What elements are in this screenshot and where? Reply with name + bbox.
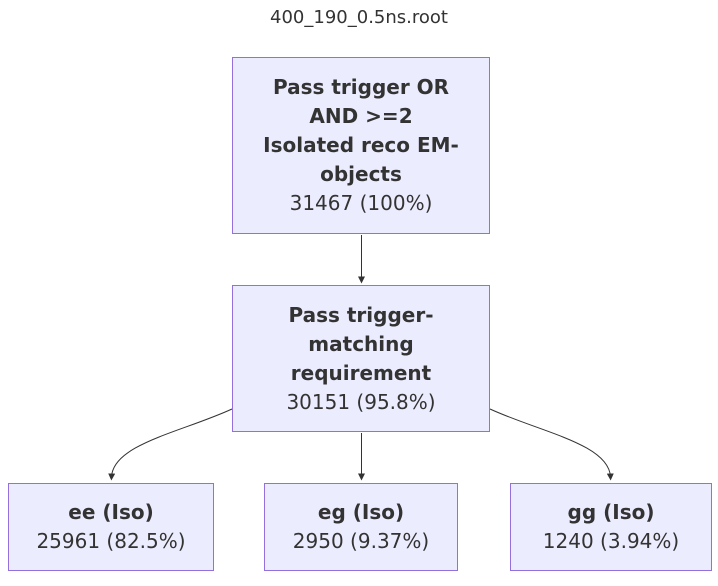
node-label-line: objects [320,162,402,186]
node-label-line: matching [308,331,414,356]
edge-matching-to-gg [489,408,614,481]
edge-matching-to-ee [108,408,233,481]
node-label-line: ee (Iso) [68,500,154,524]
node-label-line: requirement [290,360,432,385]
node-count: 31467 (100%) [289,191,433,215]
node-label-line: Isolated reco EM- [263,133,459,157]
node-label-line: AND >=2 [309,104,413,128]
node-label-line: eg (Iso) [317,500,405,524]
node-label-line: Pass trigger- [288,302,434,327]
diagram-title: 400_190_0.5ns.root [270,7,448,28]
node-ee-iso: ee (Iso) 25961 (82.5%) [8,483,214,571]
node-count: 2950 (9.37%) [292,529,430,553]
node-eg-iso: eg (Iso) 2950 (9.37%) [264,483,458,571]
node-count: 1240 (3.94%) [542,529,680,553]
node-trigger-matching: Pass trigger- matching requirement 30151… [232,285,490,432]
node-count: 30151 (95.8%) [286,389,436,414]
node-label-line: gg (Iso) [567,500,655,524]
node-count: 25961 (82.5%) [36,529,186,553]
node-label-line: Pass trigger OR [272,75,450,99]
node-pass-trigger-or: Pass trigger OR AND >=2 Isolated reco EM… [232,57,490,234]
node-gg-iso: gg (Iso) 1240 (3.94%) [510,483,712,571]
